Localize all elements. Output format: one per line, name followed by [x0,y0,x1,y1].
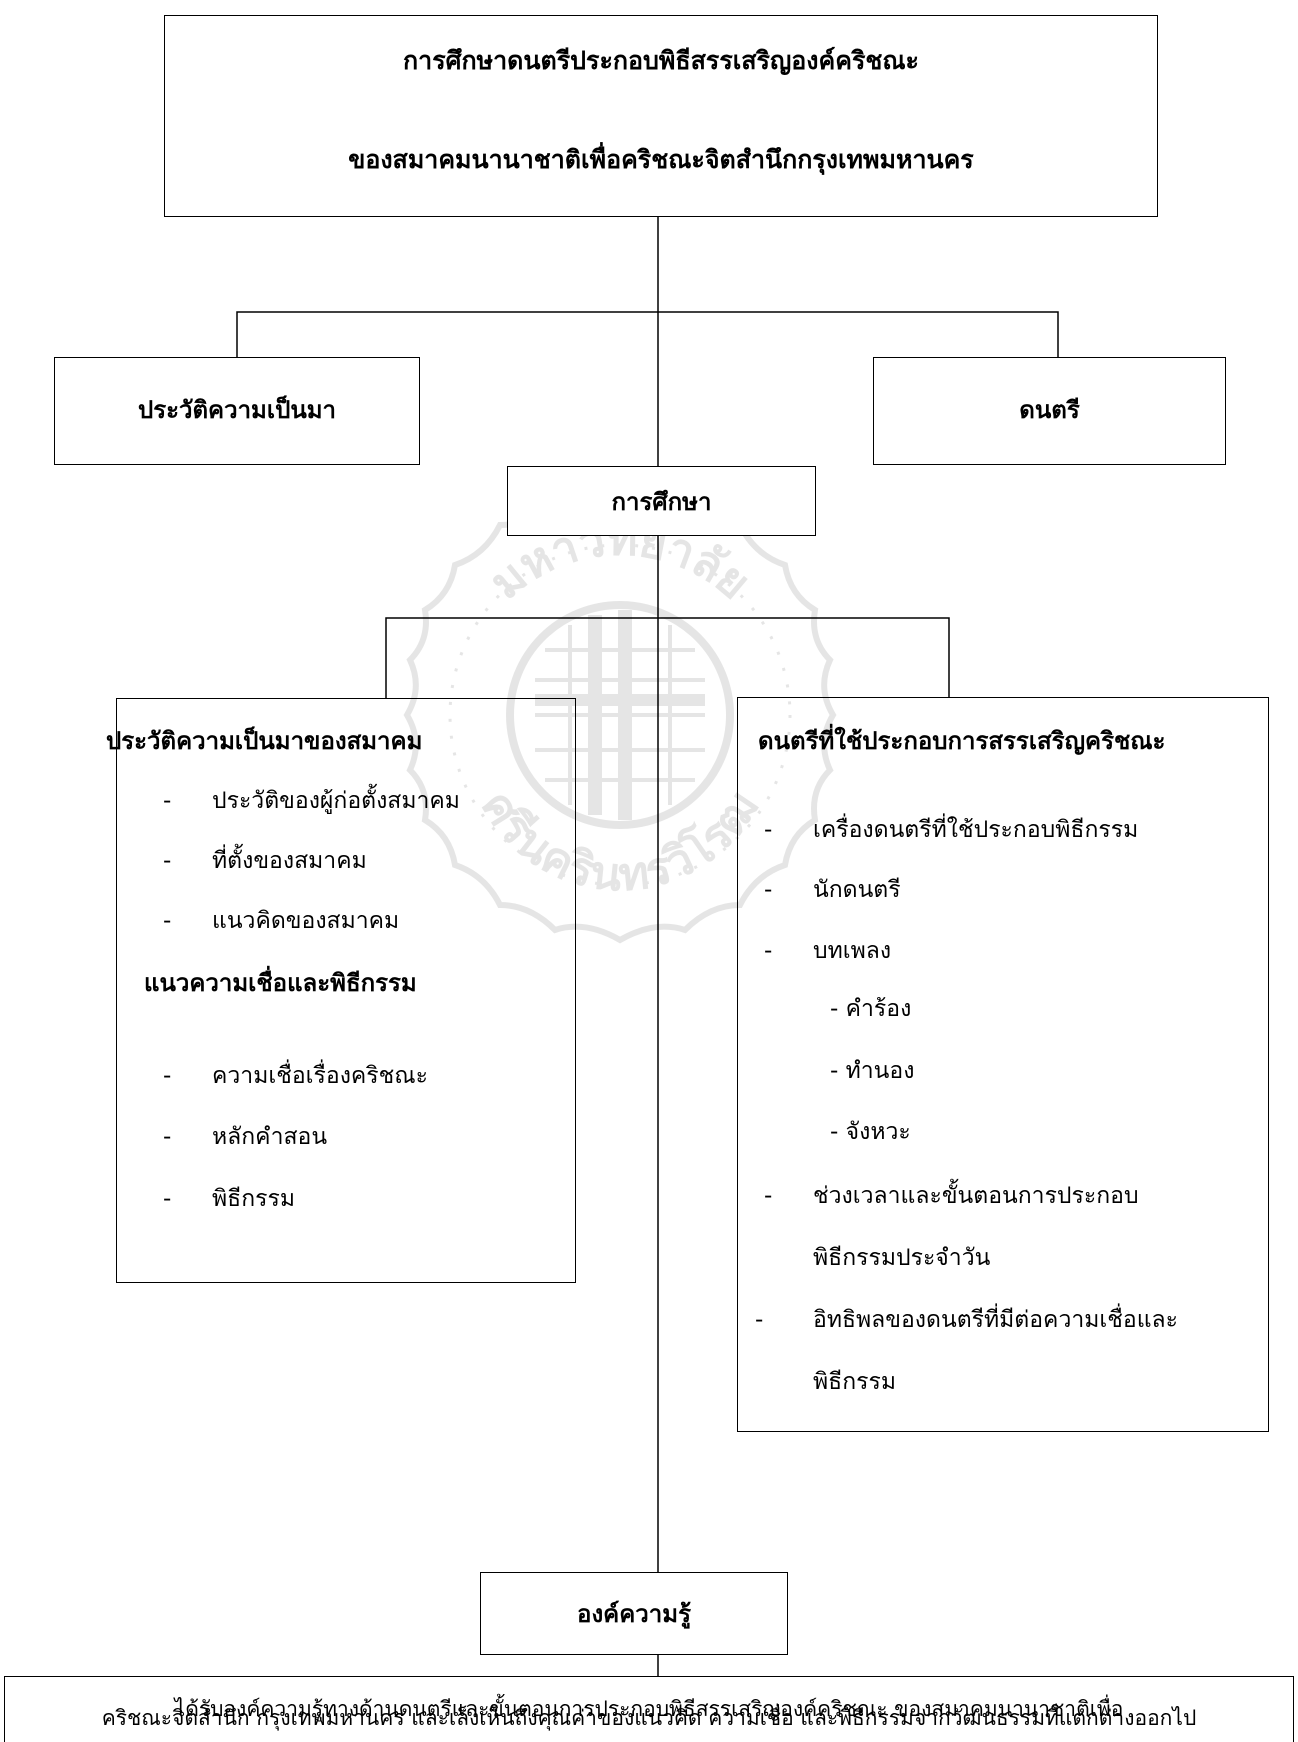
right-dash-4: - [764,1183,773,1209]
history-box: ประวัติความเป็นมา [54,357,420,465]
left-dash-6: - [163,1186,172,1212]
title-line-1: การศึกษาดนตรีประกอบพิธีสรรเสริญองค์คริชณ… [403,46,919,75]
left-heading-2: แนวความเชื่อและพิธีกรรม [144,969,417,997]
music-label: ดนตรี [1019,396,1080,424]
right-heading: ดนตรีที่ใช้ประกอบการสรรเสริญคริชณะ [758,727,1166,755]
right-subitem-1: - คำร้อง [830,996,912,1022]
left-dash-1: - [163,788,172,814]
title-line-2: ของสมาคมนานาชาติเพื่อคริชณะจิตสำนึกกรุงเ… [348,145,974,174]
right-item-3: บทเพลง [813,938,892,964]
study-box: การศึกษา [507,466,816,536]
result-line-2: คริชณะจิตสำนึก กรุงเทพมหานคร และเล็งเห็น… [101,1706,1197,1730]
right-panel: ดนตรีที่ใช้ประกอบการสรรเสริญคริชณะ - เคร… [737,697,1269,1432]
right-dash-1: - [764,817,773,843]
left-dash-4: - [163,1063,172,1089]
right-subitem-2: - ทำนอง [830,1058,915,1084]
history-label: ประวัติความเป็นมา [137,396,337,424]
left-dash-2: - [163,848,172,874]
right-item-4-line-2: พิธีกรรมประจำวัน [813,1245,991,1271]
left-item-1: ประวัติของผู้ก่อตั้งสมาคม [212,788,460,814]
result-box: ได้รับองค์ความรู้ทางด้านดนตรีและขั้นตอนก… [4,1676,1294,1742]
right-dash-5: - [755,1307,764,1333]
left-item-6: พิธีกรรม [212,1186,295,1212]
right-item-4-line-1: ช่วงเวลาและขั้นตอนการประกอบ [813,1183,1139,1209]
left-dash-5: - [163,1124,172,1150]
knowledge-label: องค์ความรู้ [577,1600,691,1628]
right-item-5-line-2: พิธีกรรม [813,1369,896,1395]
left-item-4: ความเชื่อเรื่องคริชณะ [212,1063,428,1089]
study-label: การศึกษา [611,488,712,516]
left-item-2: ที่ตั้งของสมาคม [212,848,367,874]
right-dash-2: - [764,877,773,903]
right-item-5-line-1: อิทธิพลของดนตรีที่มีต่อความเชื่อและ [813,1307,1178,1333]
knowledge-box: องค์ความรู้ [480,1572,788,1655]
right-dash-3: - [764,938,773,964]
left-heading-1: ประวัติความเป็นมาของสมาคม [106,727,423,755]
right-subitem-3: - จังหวะ [830,1119,911,1145]
left-dash-3: - [163,908,172,934]
result-line-1: ได้รับองค์ความรู้ทางด้านดนตรีและขั้นตอนก… [174,1697,1124,1721]
left-item-5: หลักคำสอน [212,1124,328,1150]
right-item-2: นักดนตรี [813,877,901,903]
title-box: การศึกษาดนตรีประกอบพิธีสรรเสริญองค์คริชณ… [164,15,1158,217]
right-item-1: เครื่องดนตรีที่ใช้ประกอบพิธีกรรม [813,817,1139,843]
left-panel: ประวัติความเป็นมาของสมาคม - ประวัติของผู… [106,698,576,1283]
university-seal-watermark: มหาวิทยาลัย ศรีนครินทรวิโรฒ [403,486,837,944]
music-box: ดนตรี [873,357,1226,465]
left-item-3: แนวคิดของสมาคม [212,908,400,934]
